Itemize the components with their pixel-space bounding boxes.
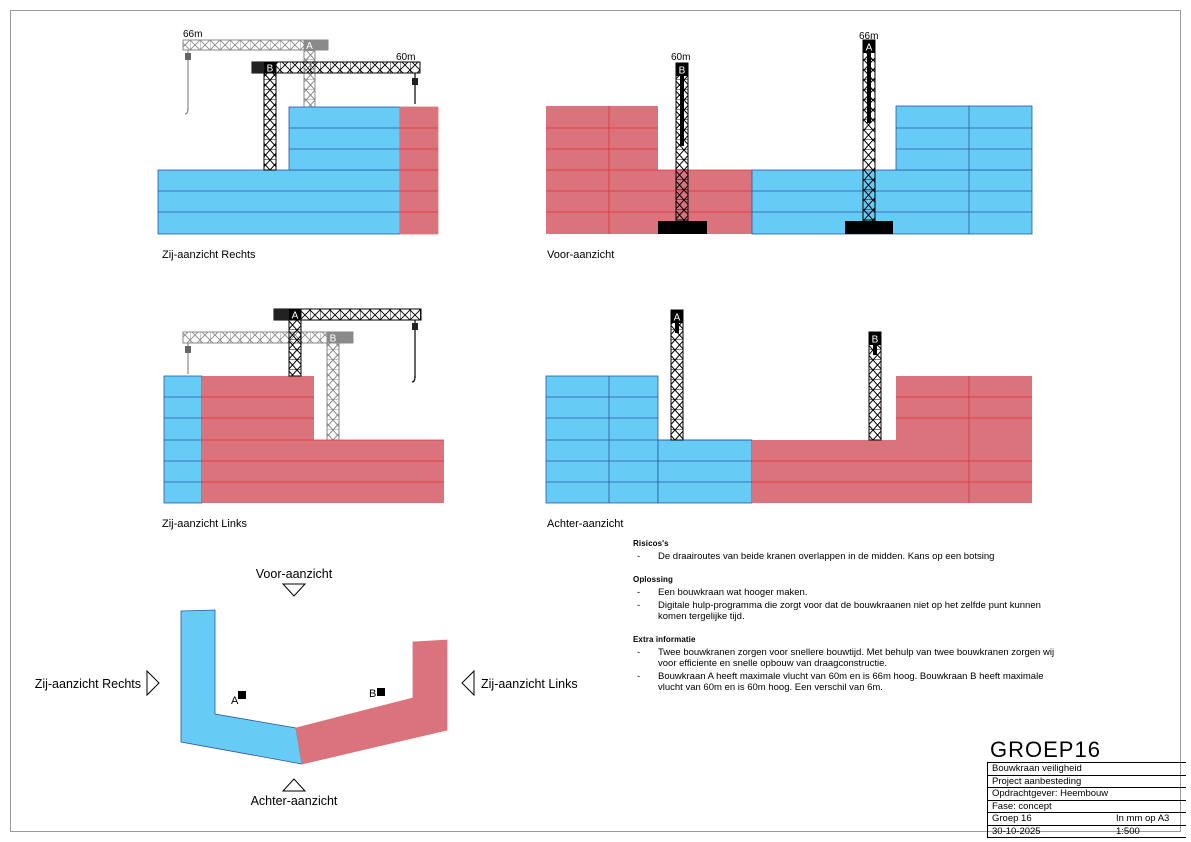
crane-a-black: A [273,308,422,383]
plan-wing-red [295,639,448,765]
project-name: Bouwkraan veiligheid [992,763,1082,774]
scale: 1:500 [1116,825,1140,837]
crane-a-tower-back: A [670,309,684,441]
plan-wing-blue [180,609,303,765]
extra-section: Extra informatie Twee bouwkranen zorgen … [627,634,1057,693]
plan-crane-a-label: A [231,695,239,707]
solution-title: Oplossing [633,575,674,584]
building-back [545,375,1032,504]
crane-a-label: A [306,41,313,52]
crane-b-jib-length: 60m [396,52,415,63]
title-row: Opdrachtgever: Heembouw [988,788,1186,801]
project-type: Project aanbesteding [992,775,1082,787]
notes-panel: Risicos's De draairoutes van beide krane… [627,538,1057,705]
plan-crane-b-label: B [369,688,376,700]
plan-crane-a-marker [238,691,246,699]
sheet-border [10,10,1181,832]
building-front [546,105,1033,235]
title-row: Bouwkraan veiligheid [988,763,1186,776]
view-label-front: Voor-aanzicht [547,249,614,261]
solution-section: Oplossing Een bouwkraan wat hooger maken… [627,574,1057,622]
triangle-up-icon [281,778,307,792]
extra-title: Extra informatie [633,635,696,644]
building-side-left [163,375,444,504]
plan-back-label: Achter-aanzicht [251,794,338,808]
extra-item: Bouwkraan A heeft maximale vlucht van 60… [627,671,1057,693]
plan-crane-b-marker [377,688,385,696]
crane-a-jib-length: 66m [183,29,202,40]
crane-b-grey: B [182,331,354,441]
crane-b-tower-back: B [868,331,882,441]
plan-left-label: Zij-aanzicht Links [481,677,578,691]
view-label-side-left: Zij-aanzicht Links [162,518,247,530]
phase: Fase: concept [992,800,1052,812]
extra-item: Twee bouwkranen zorgen voor snellere bou… [627,647,1057,669]
view-side-left: B A [162,308,444,530]
solution-item: Een bouwkraan wat hooger maken. [627,587,1057,598]
plan-front-label: Voor-aanzicht [256,567,333,581]
view-label-side-right: Zij-aanzicht Rechts [162,249,256,261]
title-row: Groep 16 In mm op A3 [988,813,1186,826]
solution-item: Digitale hulp-programma die zorgt voor d… [627,600,1057,622]
crane-b-height-front: 60m [671,52,690,63]
crane-b-tower-front: B 60m [658,52,707,234]
title-row: Project aanbesteding [988,775,1186,788]
view-back: A B Achter-aanzicht [545,309,1032,530]
view-label-back: Achter-aanzicht [547,518,623,530]
crane-a-label-front: A [866,43,873,54]
risks-section: Risicos's De draairoutes van beide krane… [627,538,1057,562]
triangle-down-icon [281,583,307,597]
title-row: 30-10-2025 1:500 [988,825,1186,838]
plan-right-label: Zij-aanzicht Rechts [35,677,141,691]
crane-b-label: B [267,64,274,75]
risk-item: De draairoutes van beide kranen overlapp… [627,551,1057,562]
risks-title: Risicos's [633,539,669,548]
units: In mm op A3 [1116,813,1170,824]
title-row: Fase: concept [988,800,1186,813]
team: Groep 16 [992,813,1032,824]
triangle-right-icon [146,669,160,697]
crane-a-label-black: A [292,311,299,322]
crane-a-label-back: A [674,313,681,324]
crane-a-height-front: 66m [859,31,878,42]
view-front: B 60m A 66m Voor-aanzicht [546,31,1033,261]
crane-b-label-back: B [872,335,879,346]
crane-b-label-grey: B [330,334,337,345]
crane-b-label-front: B [679,66,686,77]
plan-view: A B Voor-aanzicht Achter-aanzicht Zij-aa… [35,567,578,808]
title-block: Bouwkraan veiligheid Project aanbestedin… [987,762,1186,838]
crane-b-black: B 60m [251,52,421,171]
client: Opdrachtgever: Heembouw [992,788,1109,799]
triangle-left-icon [461,669,475,697]
group-title: GROEP16 [990,737,1101,762]
building-side-right [157,106,439,235]
crane-a-tower-front: A 66m [845,31,893,234]
view-side-right: A 66m B [157,29,439,261]
date: 30-10-2025 [992,825,1041,837]
